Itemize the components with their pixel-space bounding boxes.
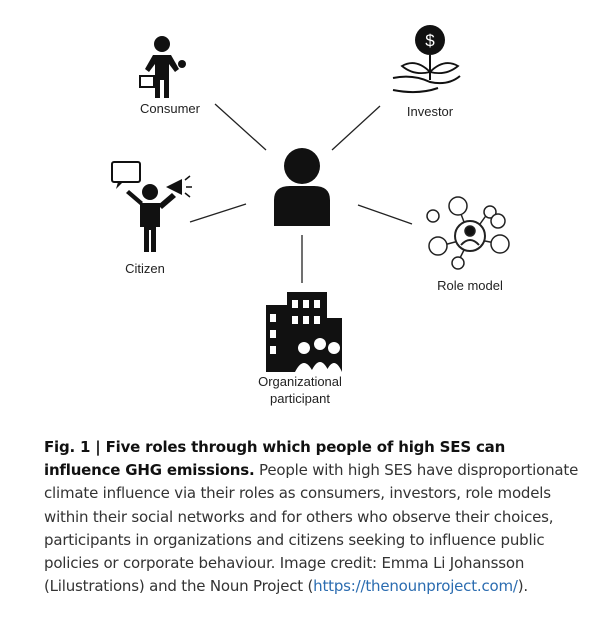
caption-title: Fig. 1 | Five roles through which people…: [44, 438, 506, 480]
figure-caption: Fig. 1 | Five roles through which people…: [44, 436, 584, 598]
label-investor: Investor: [406, 104, 454, 119]
label-organizational-participant: Organizational participant: [240, 373, 360, 407]
caption-end: ).: [517, 577, 529, 596]
consumer-icon: [139, 36, 186, 98]
line-role-model: [357, 204, 413, 225]
line-investor: [331, 105, 381, 151]
roles-diagram: $: [111, 25, 510, 372]
label-org-line1: Organizational: [258, 374, 342, 389]
label-citizen: Citizen: [125, 261, 165, 276]
label-role-model: Role model: [437, 278, 503, 293]
svg-text:$: $: [425, 31, 435, 50]
role-model-network-icon: [426, 196, 510, 270]
connector-lines: [189, 103, 413, 283]
person-icon: [274, 148, 330, 226]
citizen-icon: [111, 161, 192, 252]
line-consumer: [214, 103, 267, 151]
label-consumer: Consumer: [140, 101, 200, 116]
buildings-icon: [266, 292, 342, 372]
caption-body: People with high SES have disproportiona…: [44, 461, 579, 596]
line-citizen: [189, 203, 247, 223]
noun-project-link[interactable]: https://thenounproject.com/: [313, 577, 518, 596]
label-org-line2: participant: [270, 391, 330, 406]
investor-icon: $: [392, 25, 461, 94]
